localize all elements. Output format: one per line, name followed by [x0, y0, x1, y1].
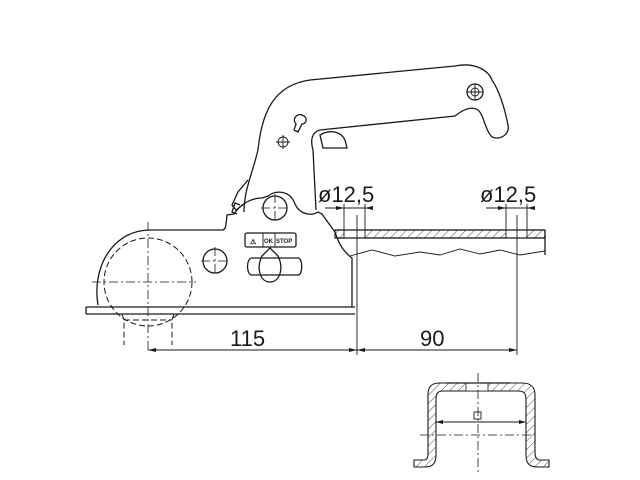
pivot-bolt — [261, 194, 289, 222]
tube-cross-section — [413, 373, 550, 472]
base-plate — [85, 306, 355, 315]
warning-icon: ⚠ — [250, 238, 257, 246]
dimension-90: 90 — [357, 326, 517, 352]
lever-handle — [231, 64, 509, 213]
drawbar-tube — [334, 229, 546, 257]
ball-outline — [92, 222, 196, 350]
svg-text:115: 115 — [230, 326, 265, 351]
hole-centerlines — [356, 215, 518, 355]
hole-diameter-dimension-left: ø12,5 — [318, 182, 374, 230]
housing-bolt — [201, 247, 229, 275]
svg-text:90: 90 — [420, 326, 444, 351]
svg-text:ø12,5: ø12,5 — [480, 182, 536, 207]
wear-indicator: ⚠ OK STOP — [244, 232, 303, 283]
svg-text:ø12,5: ø12,5 — [318, 182, 374, 207]
ok-label: OK — [264, 239, 274, 245]
coupling-housing — [96, 191, 353, 307]
stop-label: STOP — [276, 239, 292, 245]
dimension-115: 115 — [148, 326, 357, 352]
hole-diameter-dimension-right: ø12,5 — [480, 182, 536, 230]
